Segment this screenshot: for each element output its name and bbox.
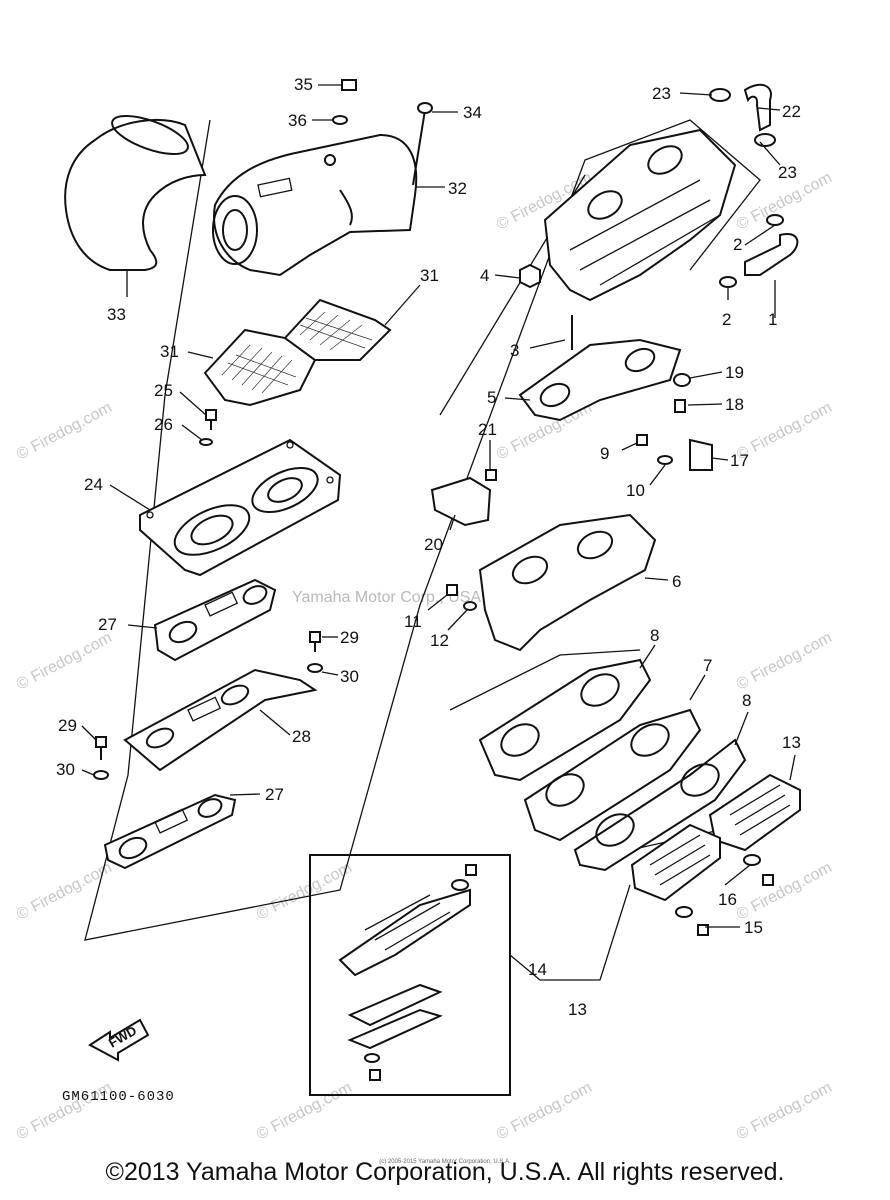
part-6-manifold (430, 434, 713, 652)
callout-13-lower: 13 (568, 1000, 587, 1019)
watermark-text: © Firedog.com (14, 399, 115, 463)
part-24-airbox-base (139, 438, 342, 577)
callout-5: 5 (487, 388, 496, 407)
parts-diagram: © Firedog.com © Firedog.com © Firedog.co… (14, 75, 835, 1144)
callout-labels: 35 36 34 32 33 31 31 25 26 24 27 29 30 2… (56, 75, 801, 1019)
part-33-duct (64, 115, 207, 271)
callout-32: 32 (448, 179, 467, 198)
callout-16: 16 (718, 890, 737, 909)
watermark-text: © Firedog.com (734, 399, 835, 463)
center-watermark: Yamaha Motor Corp., USA (292, 589, 481, 606)
part-code: GM61100-6030 (62, 1089, 175, 1105)
callout-7: 7 (703, 656, 712, 675)
callout-26: 26 (154, 415, 173, 434)
callout-2-upper: 2 (733, 235, 742, 254)
callout-12: 12 (430, 631, 449, 650)
watermark-text: © Firedog.com (14, 629, 115, 693)
part-32-silencer (212, 133, 418, 277)
fwd-arrow: FWD (88, 1018, 150, 1062)
callout-20: 20 (424, 535, 443, 554)
callout-36: 36 (288, 111, 307, 130)
parts-29-30-lower (93, 736, 109, 780)
callout-29-lower: 29 (58, 716, 77, 735)
callout-14: 14 (528, 960, 547, 979)
callout-24: 24 (84, 475, 103, 494)
watermark-text: © Firedog.com (254, 1079, 355, 1143)
callout-13-upper: 13 (782, 733, 801, 752)
callout-21: 21 (478, 420, 497, 439)
part-28-plate (123, 668, 318, 772)
part-13-reed-valves (630, 773, 801, 936)
callout-27-lower: 27 (265, 785, 284, 804)
callout-27-upper: 27 (98, 615, 117, 634)
callout-17: 17 (730, 451, 749, 470)
callout-18: 18 (725, 395, 744, 414)
leader-lines (81, 84, 796, 981)
callout-25: 25 (154, 381, 173, 400)
callout-6: 6 (672, 572, 681, 591)
callout-1: 1 (768, 310, 777, 329)
carburetor-assembly (519, 128, 737, 350)
part-14-inset (309, 854, 511, 1096)
callout-3: 3 (510, 341, 519, 360)
copyright-notice: ©2013 Yamaha Motor Corporation, U.S.A. A… (105, 1158, 785, 1186)
parts-25-26 (199, 409, 217, 446)
watermark-text: © Firedog.com (14, 859, 115, 923)
callout-10: 10 (626, 481, 645, 500)
watermark-text: © Firedog.com (254, 859, 355, 923)
callout-4: 4 (480, 266, 489, 285)
parts-7-8-gaskets (478, 658, 747, 872)
part-27-gasket-lower (103, 793, 237, 870)
part-5-gasket (518, 338, 691, 422)
parts-29-30-upper (307, 631, 323, 673)
callout-28: 28 (292, 727, 311, 746)
callout-8-lower: 8 (742, 691, 751, 710)
callout-30-upper: 30 (340, 667, 359, 686)
callout-29-upper: 29 (340, 628, 359, 647)
callout-15: 15 (744, 918, 763, 937)
callout-23-right: 23 (778, 163, 797, 182)
part-27-gasket-upper (153, 578, 277, 662)
callout-34: 34 (463, 103, 482, 122)
parts-34-35-36 (332, 79, 433, 186)
watermark-text: © Firedog.com (734, 1079, 835, 1143)
callout-30-lower: 30 (56, 760, 75, 779)
callout-31-right: 31 (420, 266, 439, 285)
callout-11: 11 (404, 612, 422, 631)
watermark-text: © Firedog.com (734, 859, 835, 923)
callout-9: 9 (600, 444, 609, 463)
watermark-text: © Firedog.com (734, 629, 835, 693)
callout-19: 19 (725, 363, 744, 382)
callout-23-top: 23 (652, 84, 671, 103)
part-31-filter-screens (203, 298, 392, 407)
callout-8-upper: 8 (650, 626, 659, 645)
callout-22: 22 (782, 102, 801, 121)
callout-31-left: 31 (160, 342, 179, 361)
callout-2-lower: 2 (722, 310, 731, 329)
callout-35: 35 (294, 75, 313, 94)
callout-33: 33 (107, 305, 126, 324)
small-notice: (c) 2005-2015 Yamaha Motor Corporation, … (379, 1159, 511, 1165)
